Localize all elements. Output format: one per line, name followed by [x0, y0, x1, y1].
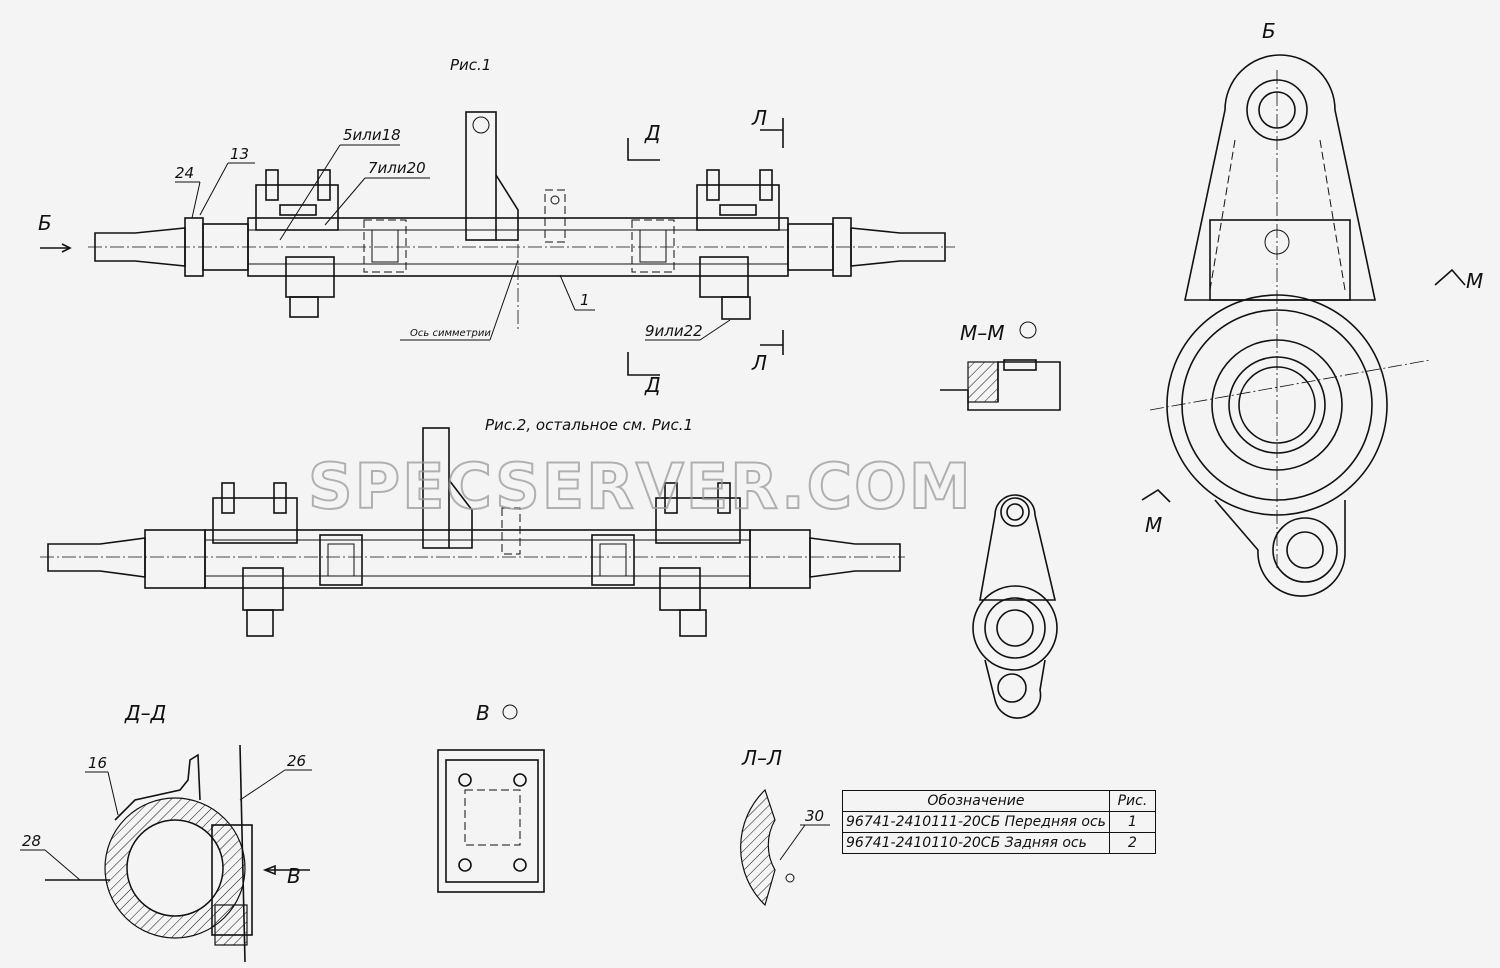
section-m-right-label: М	[1466, 269, 1483, 293]
header-fig: Рис.	[1108, 790, 1157, 812]
callout-16: 16	[88, 754, 107, 772]
section-m-m	[940, 321, 1061, 411]
row-fig: 1	[1108, 811, 1157, 833]
row-fig: 2	[1108, 832, 1157, 854]
section-d-d	[45, 744, 310, 963]
section-l-l-title: Л–Л	[741, 746, 782, 770]
callout-5-or-18: 5или18	[343, 126, 401, 144]
section-l-top-label: Л	[751, 106, 767, 130]
symmetry-axis-label: Ось симметрии	[410, 328, 491, 339]
watermark: SPECSERVER.COM	[308, 450, 973, 523]
row-designation: 96741-2410111-20СБ Передняя ось	[842, 811, 1110, 833]
view-v-arrow-label: В	[287, 864, 301, 888]
table-row: 96741-2410111-20СБ Передняя ось 1	[842, 811, 1157, 833]
table-row: 96741-2410110-20СБ Задняя ось 2	[842, 832, 1157, 854]
callout-28: 28	[22, 832, 41, 850]
callout-26: 26	[287, 752, 306, 770]
view-v	[437, 704, 545, 893]
view-b-title: Б	[1262, 19, 1276, 43]
section-m-m-title: М–М	[960, 321, 1005, 345]
view-b-lever	[1149, 54, 1431, 597]
callout-24: 24	[175, 164, 194, 182]
callout-1: 1	[580, 291, 590, 309]
callout-9-or-22: 9или22	[645, 322, 703, 340]
callout-7-or-20: 7или20	[368, 159, 426, 177]
callout-13: 13	[230, 145, 249, 163]
fig2-title: Рис.2, остальное см. Рис.1	[485, 416, 693, 434]
section-l-l	[740, 788, 806, 907]
section-d-bottom-label: Д	[644, 373, 661, 397]
section-l-bottom-label: Л	[751, 351, 767, 375]
axle-fig1	[88, 111, 955, 330]
section-markers	[40, 118, 1466, 503]
callout-30: 30	[805, 807, 824, 825]
leader-lines	[20, 144, 830, 881]
view-small-lever	[972, 494, 1058, 719]
axle-fig2	[40, 427, 905, 637]
section-m-left-label: М	[1145, 513, 1162, 537]
view-v-title: В	[476, 701, 490, 725]
section-b-label: Б	[38, 211, 52, 235]
section-d-d-title: Д–Д	[124, 701, 166, 725]
header-designation: Обозначение	[842, 790, 1110, 812]
table-header-row: Обозначение Рис.	[842, 790, 1157, 812]
specification-table: Обозначение Рис. 96741-2410111-20СБ Пере…	[842, 790, 1157, 854]
row-designation: 96741-2410110-20СБ Задняя ось	[842, 832, 1110, 854]
section-d-top-label: Д	[644, 121, 661, 145]
fig1-title: Рис.1	[450, 56, 491, 74]
